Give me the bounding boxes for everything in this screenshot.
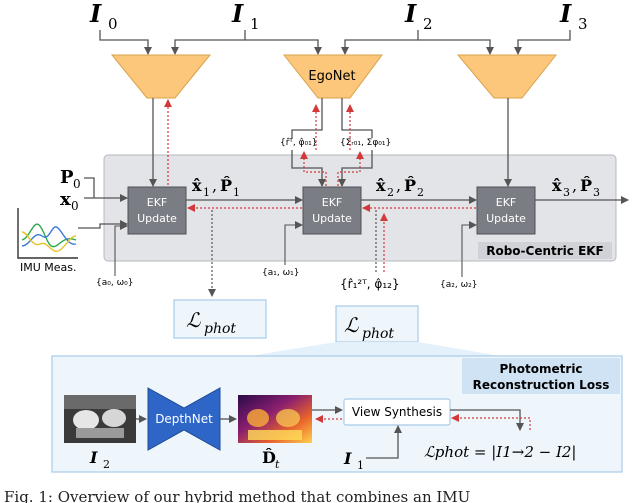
ekf-update-block-2: EKF Update	[302, 186, 362, 235]
svg-text:0: 0	[73, 177, 81, 191]
ekf-update-block-3: EKF Update	[476, 186, 536, 235]
image-i2-label: I	[89, 448, 98, 467]
svg-text:P̂: P̂	[580, 176, 592, 195]
depthnet-block: DepthNet	[147, 387, 221, 451]
svg-text:I: I	[89, 0, 102, 28]
svg-text:P: P	[60, 167, 74, 188]
svg-text:Update: Update	[486, 212, 526, 225]
imu-measurement-1: {a₁, ω₁}	[262, 268, 299, 278]
svg-text:2: 2	[417, 186, 424, 199]
imu-measurement-2: {a₂, ω₂}	[440, 280, 477, 290]
state-label-2: x̂ 2 , P̂ 2	[376, 176, 424, 199]
svg-text:1: 1	[203, 186, 210, 199]
photometric-title-line1: Photometric	[499, 362, 582, 376]
ego-output-pose: {r̂ᵀ, φ̂₀₁}	[280, 137, 318, 148]
svg-text:3: 3	[563, 186, 570, 199]
image-i2-sub: 2	[103, 458, 110, 471]
imu-to-ekf-arrow	[78, 220, 128, 229]
imu-m0-connector	[114, 222, 128, 276]
ekf-panel-label-bg	[478, 242, 612, 259]
view-to-equation-arrow	[450, 409, 524, 431]
depth-map-label: D̂	[262, 448, 276, 467]
svg-text:x: x	[60, 189, 71, 210]
input-image-i0: I 0	[89, 0, 118, 33]
svg-text:0: 0	[71, 199, 79, 213]
ekf-update-block-1: EKF Update	[127, 186, 187, 235]
imu-m2-connector	[461, 221, 477, 277]
relative-pose-label: {r̂₁²ᵀ, φ̂₁₂}	[340, 277, 400, 291]
depth-map-sub: t	[275, 458, 280, 471]
ekf-panel-label: Robo-Centric EKF	[486, 244, 604, 258]
depth-map-thumbnail	[238, 395, 312, 443]
svg-text:DepthNet: DepthNet	[155, 412, 213, 426]
loss-zoom-wedge	[250, 342, 500, 356]
svg-text:1: 1	[250, 15, 260, 33]
state-label-3: x̂ 3 , P̂ 3	[552, 176, 600, 199]
svg-text:x̂: x̂	[552, 176, 562, 195]
svg-text:2: 2	[423, 15, 433, 33]
input-connectors	[99, 30, 571, 55]
svg-text:phot: phot	[204, 321, 236, 337]
imu-label: IMU Meas.	[20, 261, 77, 274]
svg-text:I: I	[231, 0, 244, 28]
svg-text:I: I	[559, 0, 572, 28]
encoder-to-ekf-arrows	[149, 98, 512, 187]
egonet-label: EgoNet	[308, 69, 355, 84]
svg-text:3: 3	[593, 186, 600, 199]
svg-text:Update: Update	[312, 212, 352, 225]
svg-text:phot: phot	[362, 326, 394, 342]
svg-text:P̂: P̂	[220, 176, 232, 195]
svg-text:ℒ: ℒ	[344, 313, 359, 337]
svg-text:x̂: x̂	[192, 176, 202, 195]
input-image-i3: I 3	[559, 0, 588, 33]
initial-state: P 0 x 0	[60, 167, 81, 213]
photometric-title-bg	[462, 358, 620, 394]
imu-measurement-0: {a₀, ω₀}	[96, 278, 133, 288]
svg-text:EKF: EKF	[496, 196, 517, 209]
input-image-i1: I 1	[231, 0, 260, 33]
ego-output-covariance: {Σᵣ₀₁, Σφ₀₁}	[340, 138, 391, 148]
image-i1-sub: 1	[357, 459, 364, 472]
state-label-1: x̂ 1 , P̂ 1	[192, 176, 240, 199]
imu-m1-connector	[284, 221, 303, 265]
svg-text:EKF: EKF	[147, 196, 168, 209]
svg-text:P̂: P̂	[404, 176, 416, 195]
svg-text:,: ,	[572, 176, 577, 195]
svg-text:Update: Update	[137, 212, 177, 225]
view-synthesis-block: View Synthesis	[343, 398, 451, 426]
svg-text:3: 3	[578, 15, 588, 33]
image-i1-label: I	[343, 449, 352, 468]
egonet-gradient-arrows	[164, 99, 364, 186]
encoder-right	[456, 54, 558, 99]
svg-text:I: I	[404, 0, 417, 28]
encoder-egonet	[282, 54, 383, 99]
loss-box-left: ℒ phot	[173, 299, 267, 339]
equation-to-view-backprop	[451, 414, 531, 430]
svg-text:ℒ: ℒ	[186, 308, 201, 332]
input-image-i2: I 2	[404, 0, 433, 33]
photometric-title-line2: Reconstruction Loss	[473, 378, 610, 392]
svg-text:,: ,	[212, 176, 217, 195]
initial-state-connector	[84, 177, 127, 198]
svg-text:1: 1	[233, 186, 240, 199]
svg-text:EKF: EKF	[322, 196, 343, 209]
photometric-loss-equation: ℒphot = |I1→2 − I2|	[424, 443, 577, 461]
image-i2-thumbnail	[64, 395, 136, 443]
encoder-left	[110, 54, 212, 99]
svg-text:0: 0	[108, 15, 118, 33]
svg-text:,: ,	[396, 176, 401, 195]
svg-text:View Synthesis: View Synthesis	[352, 405, 442, 419]
figure-caption: Fig. 1: Overview of our hybrid method th…	[4, 488, 470, 503]
i1-to-view-arrow	[366, 425, 402, 459]
svg-text:x̂: x̂	[376, 176, 386, 195]
imu-plot-icon	[17, 208, 78, 259]
loss-box-center: ℒ phot	[335, 305, 419, 343]
svg-text:2: 2	[387, 186, 394, 199]
